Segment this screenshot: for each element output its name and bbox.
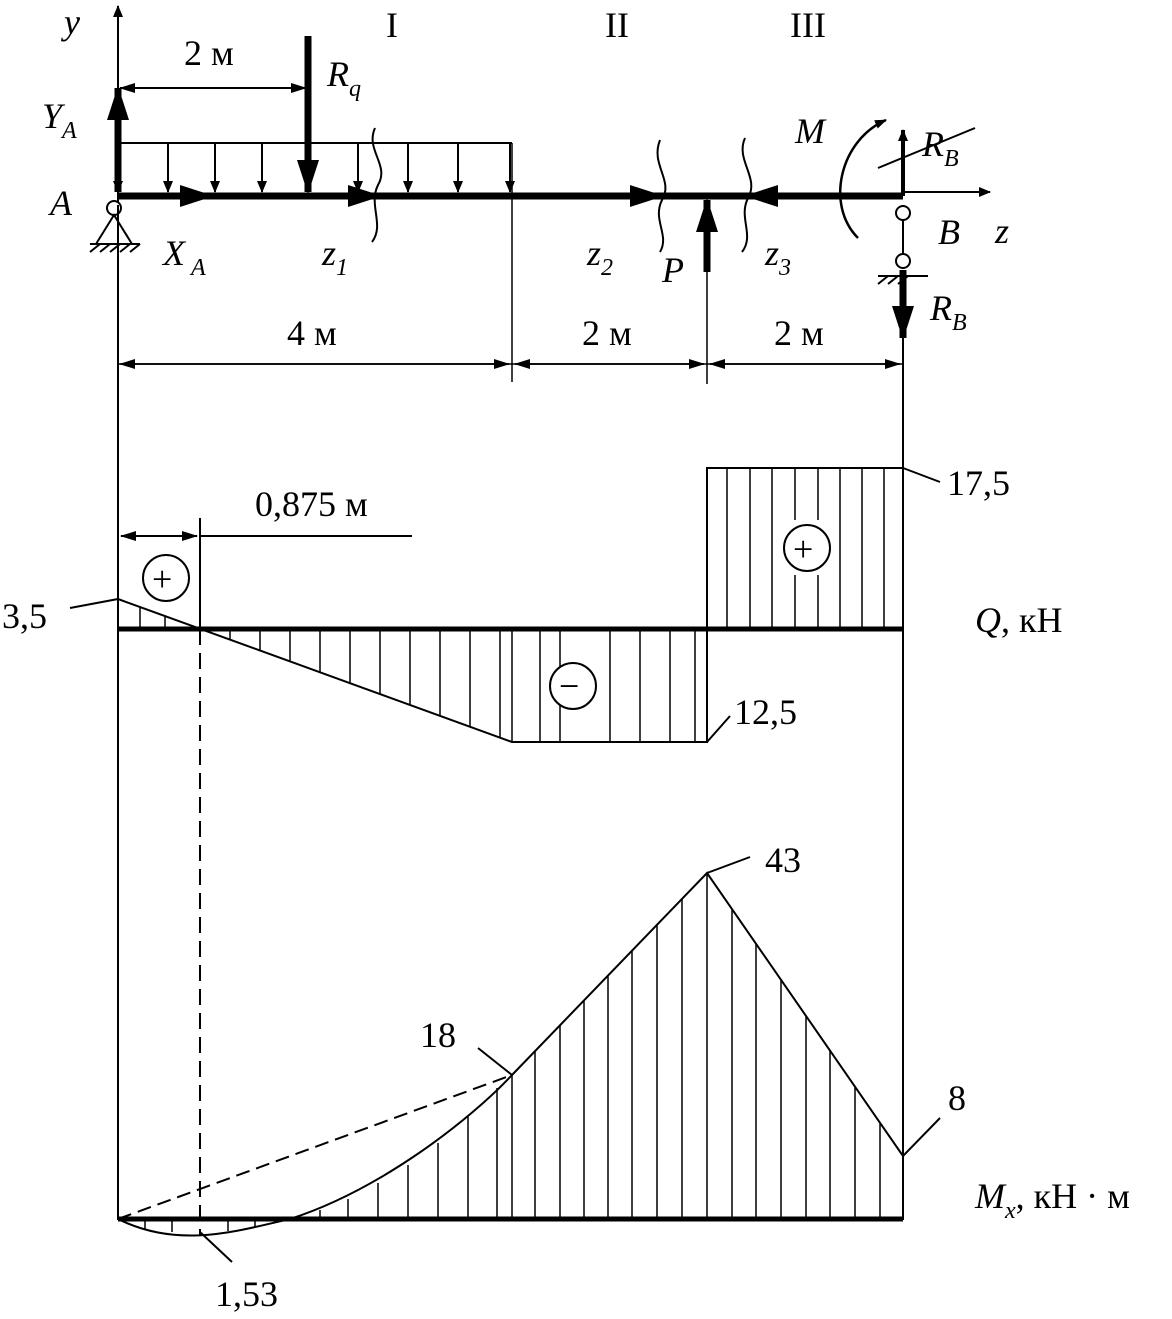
moment-axis-label: Mx, кН · м bbox=[974, 1176, 1130, 1224]
moment-max-value: 43 bbox=[765, 840, 801, 880]
cut-mark-z3 bbox=[741, 137, 753, 253]
shear-pos-sign-left: + bbox=[152, 559, 172, 599]
p-label: P bbox=[661, 250, 684, 290]
shear-end-value: 17,5 bbox=[947, 463, 1010, 503]
moment-parabola bbox=[117, 1074, 513, 1237]
span1-label: 4 м bbox=[287, 313, 337, 353]
point-b-label: B bbox=[938, 212, 960, 252]
moment-z4-value: 18 bbox=[420, 1015, 456, 1055]
shear-mid-leader bbox=[706, 715, 731, 743]
rb-label: RB bbox=[929, 288, 967, 336]
span3-label: 2 м bbox=[774, 313, 824, 353]
loading-scheme bbox=[89, 5, 991, 1220]
shear-outline bbox=[117, 467, 904, 743]
shear-pos-circle-left bbox=[142, 554, 190, 602]
shear-neg-circle bbox=[549, 662, 597, 710]
moment-chord-dashed bbox=[117, 1074, 513, 1220]
moment-max-leader bbox=[706, 856, 751, 874]
shear-start-value: 3,5 bbox=[2, 596, 47, 636]
moment-diagram bbox=[117, 856, 941, 1263]
z-axis-label: z bbox=[994, 211, 1009, 251]
rq-dim-label: 2 м bbox=[184, 33, 234, 73]
moment-min-value: 1,53 bbox=[215, 1274, 278, 1314]
rq-label: Rq bbox=[326, 54, 361, 102]
moment-hatching bbox=[144, 873, 881, 1232]
section-label-1: I bbox=[386, 5, 398, 45]
shear-start-leader bbox=[69, 598, 119, 609]
shear-neg-sign: − bbox=[559, 666, 579, 706]
section-label-2: II bbox=[605, 5, 629, 45]
y-axis-label: y bbox=[61, 2, 80, 42]
point-a-label: A bbox=[48, 183, 73, 223]
moment-z4-leader bbox=[477, 1047, 513, 1076]
support-a bbox=[89, 200, 141, 253]
z1-label: z1 bbox=[321, 233, 348, 281]
z2-label: z2 bbox=[586, 233, 613, 281]
moment-min-leader bbox=[199, 1231, 233, 1263]
shear-hatching bbox=[139, 468, 885, 742]
shear-end-leader bbox=[902, 467, 941, 483]
section-label-3: III bbox=[790, 5, 826, 45]
moment-end-leader bbox=[902, 1117, 941, 1157]
moment-end-value: 8 bbox=[948, 1078, 966, 1118]
cut-mark-z1 bbox=[371, 127, 383, 243]
z3-label: z3 bbox=[764, 233, 791, 281]
shear-diagram bbox=[69, 467, 941, 743]
shear-axis-label: Q, кН bbox=[975, 600, 1063, 640]
cut-mark-z2 bbox=[656, 139, 667, 253]
shear-mid-value: 12,5 bbox=[734, 692, 797, 732]
support-b bbox=[877, 205, 928, 285]
span2-label: 2 м bbox=[582, 313, 632, 353]
rb-top-label: RB bbox=[921, 124, 959, 172]
shear-pos-circle-right bbox=[783, 524, 831, 572]
zero-dim-label: 0,875 м bbox=[255, 484, 368, 524]
distributed-load-arrows bbox=[113, 143, 515, 193]
ya-label: YA bbox=[42, 96, 77, 144]
shear-pos-sign-right: + bbox=[793, 529, 813, 569]
moment-arrow bbox=[839, 118, 887, 239]
rb-cross-line bbox=[877, 127, 976, 169]
m-label: M bbox=[794, 111, 827, 151]
